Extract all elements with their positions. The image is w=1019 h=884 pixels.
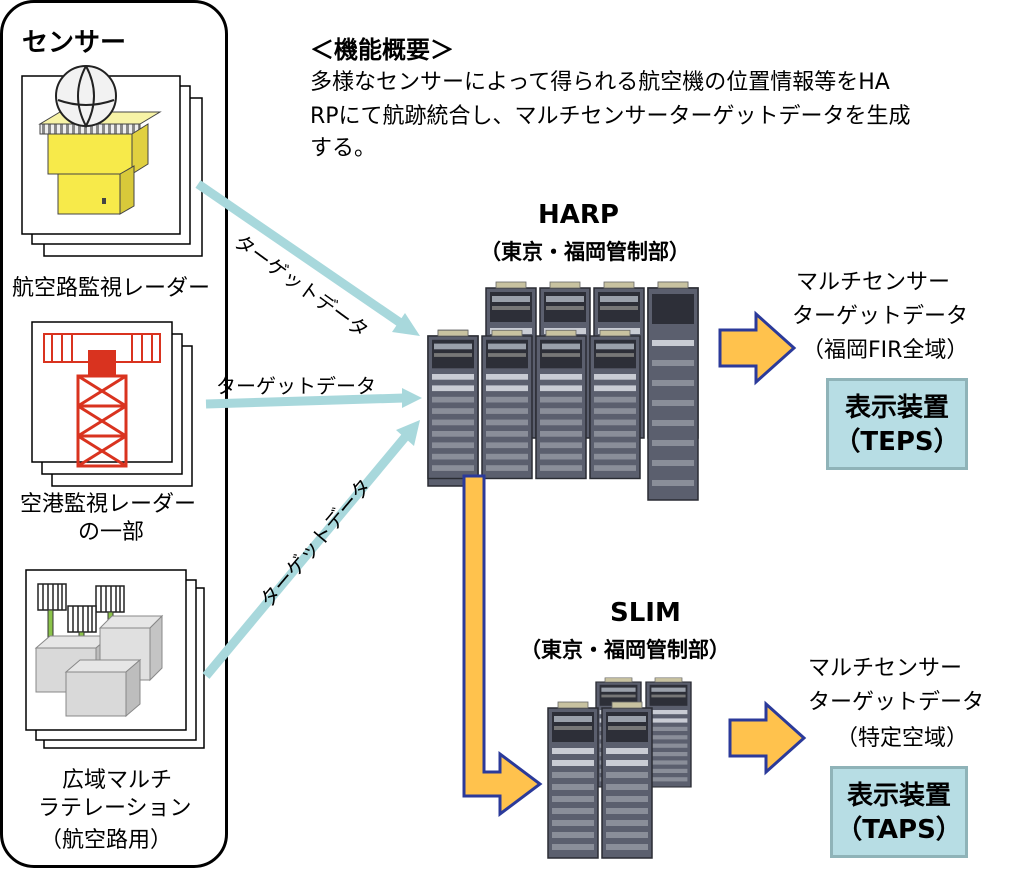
target-data-arrow-2 [205, 388, 422, 409]
overview-line-1: 多様なセンサーによって得られる航空機の位置情報等をHA [310, 70, 890, 95]
sensor-label-airport-radar-2: の一部 [78, 520, 145, 545]
enroute-radar-icon [21, 65, 203, 257]
teps-display-box: 表示装置 （TEPS） [826, 378, 968, 470]
sensor-label-enroute-radar: 航空路監視レーダー [12, 276, 211, 301]
harp-output-arrow [718, 310, 797, 386]
slim-output-arrow [728, 700, 807, 776]
slim-location: （東京・福岡管制部） [520, 638, 730, 662]
harp-to-slim-arrow [462, 474, 543, 817]
arrow-label-2: ターゲットデータ [216, 374, 376, 398]
sensor-label-mlat-1: 広域マルチ [62, 768, 173, 793]
sensor-panel-title: センサー [22, 28, 127, 58]
teps-display-title: 表示装置 [844, 393, 949, 423]
target-data-arrow-3 [202, 420, 420, 679]
taps-display-title: 表示装置 [846, 781, 951, 811]
taps-display-subtitle: （TAPS） [836, 815, 962, 845]
harp-title: HARP [538, 200, 619, 230]
slim-server-icon [547, 677, 692, 859]
multilateration-icon [25, 569, 205, 749]
overview-line-2: RPにて航跡統合し、マルチセンサーターゲットデータを生成 [310, 104, 911, 129]
taps-display-box: 表示装置 （TAPS） [830, 766, 968, 858]
teps-display-subtitle: （TEPS） [834, 427, 960, 457]
overview-line-3: する。 [310, 136, 377, 161]
target-data-arrow-1 [195, 180, 420, 336]
airport-radar-icon [31, 321, 193, 487]
sensor-label-mlat-3: （航空路用） [40, 828, 173, 853]
harp-output-line-3: （福岡FIR全域） [802, 338, 969, 363]
harp-server-icon [427, 281, 699, 501]
harp-output-line-2: ターゲットデータ [792, 304, 969, 329]
slim-output-line-2: ターゲットデータ [808, 690, 985, 715]
harp-output-line-1: マルチセンサー [796, 270, 951, 295]
slim-title: SLIM [610, 598, 681, 628]
sensor-label-mlat-2: ラテレーション [38, 796, 192, 821]
harp-location: （東京・福岡管制部） [480, 240, 690, 264]
slim-output-line-1: マルチセンサー [808, 656, 963, 681]
overview-heading: ＜機能概要＞ [310, 36, 454, 64]
sensor-label-airport-radar: 空港監視レーダー [20, 492, 197, 517]
sensor-panel [0, 0, 228, 868]
slim-output-line-3: （特定空域） [836, 726, 969, 751]
